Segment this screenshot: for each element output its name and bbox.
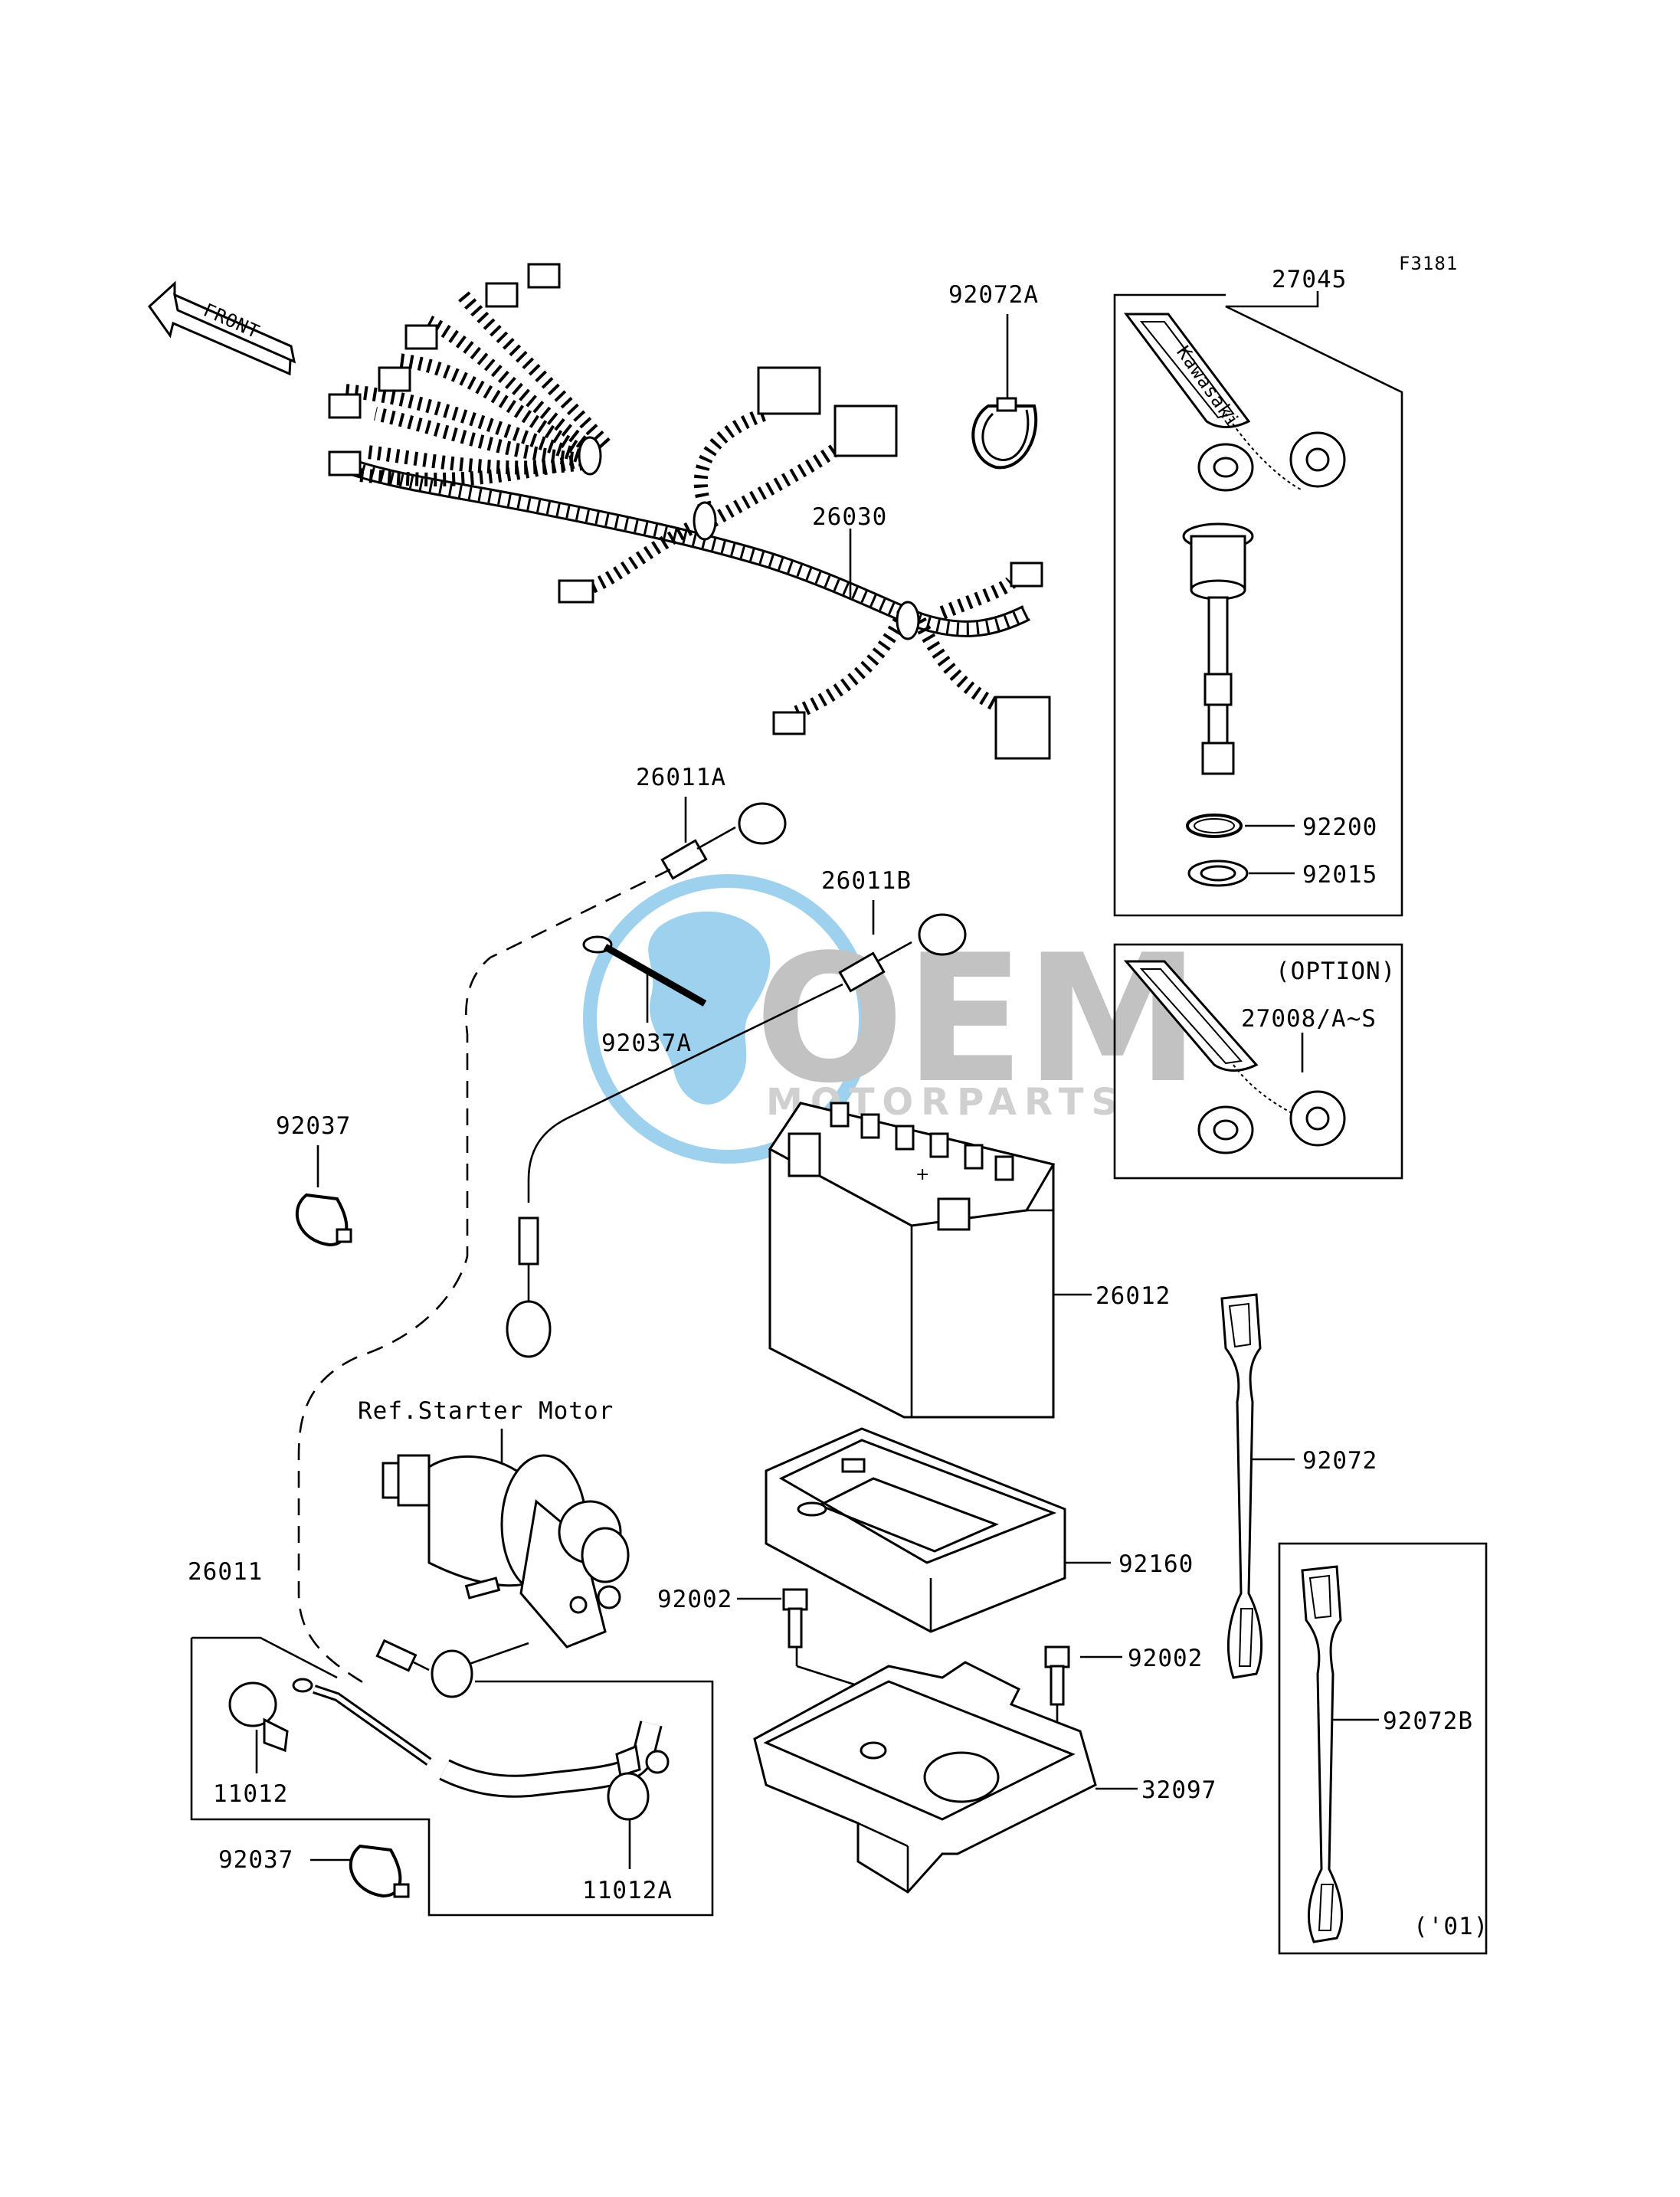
label-27008: 27008/A~S xyxy=(1241,1005,1377,1033)
battery-cable-icon xyxy=(292,1678,670,1798)
label-92072: 92072 xyxy=(1302,1447,1377,1475)
label-92037A: 92037A xyxy=(601,1030,692,1057)
label-92072A: 92072A xyxy=(948,281,1039,309)
battery-strap-b-icon xyxy=(1301,1565,1344,1943)
bolt-right-icon xyxy=(1044,1645,1070,1706)
label-92200: 92200 xyxy=(1302,814,1377,841)
cable-strap-icon xyxy=(582,935,707,1007)
label-27045: 27045 xyxy=(1272,266,1347,293)
terminal-cap-lower-icon xyxy=(375,1639,473,1698)
cable-tie-icon xyxy=(971,397,1038,470)
watermark: OEM MOTORPARTS xyxy=(583,874,1200,1164)
label-option: (OPTION) xyxy=(1276,958,1396,985)
label-32097: 32097 xyxy=(1141,1776,1217,1804)
battery-icon: + xyxy=(768,1102,1056,1419)
label-92037-top: 92037 xyxy=(276,1112,351,1140)
battery-case-icon xyxy=(765,1427,1066,1633)
cable-tie-top-icon xyxy=(295,1193,352,1247)
battery-strap-icon xyxy=(1220,1293,1262,1679)
label-92015: 92015 xyxy=(1302,861,1377,889)
label-11012A: 11012A xyxy=(582,1877,673,1904)
label-26030: 26030 xyxy=(812,503,887,531)
battery-tray-icon xyxy=(753,1661,1097,1894)
ignition-key-option-icon xyxy=(1123,960,1346,1154)
front-arrow-icon: FRONT xyxy=(148,280,296,376)
watermark-brand: OEM xyxy=(755,918,1200,1122)
ignition-key-icon: Kawasaki xyxy=(1124,313,1346,887)
label-92072B: 92072B xyxy=(1383,1708,1473,1735)
label-92002-right: 92002 xyxy=(1128,1645,1203,1672)
cable-tie-bottom-icon xyxy=(349,1844,410,1898)
starter-motor-icon xyxy=(382,1454,630,1649)
svg-text:+: + xyxy=(915,1165,929,1184)
label-26011: 26011 xyxy=(188,1558,263,1586)
label-ref-starter: Ref.Starter Motor xyxy=(358,1397,614,1425)
wiring-harness-icon xyxy=(328,263,1051,760)
label-year-note: ('01) xyxy=(1413,1913,1488,1940)
terminal-cap-icon xyxy=(660,802,787,880)
label-26012: 26012 xyxy=(1095,1282,1171,1310)
label-11012: 11012 xyxy=(213,1780,288,1808)
label-92002-left: 92002 xyxy=(657,1586,732,1613)
label-26011A: 26011A xyxy=(636,764,726,791)
terminal-cap-b-icon xyxy=(838,913,967,993)
label-26011B: 26011B xyxy=(821,867,912,895)
label-92160: 92160 xyxy=(1118,1550,1194,1578)
bolt-icon xyxy=(782,1588,808,1649)
figure-code: F3181 xyxy=(1399,253,1458,274)
label-92037-bottom: 92037 xyxy=(218,1846,293,1874)
cable-end-icon xyxy=(506,1216,552,1358)
terminal-cap-11012A-icon xyxy=(607,1744,650,1821)
terminal-cap-11012-icon xyxy=(228,1681,289,1753)
